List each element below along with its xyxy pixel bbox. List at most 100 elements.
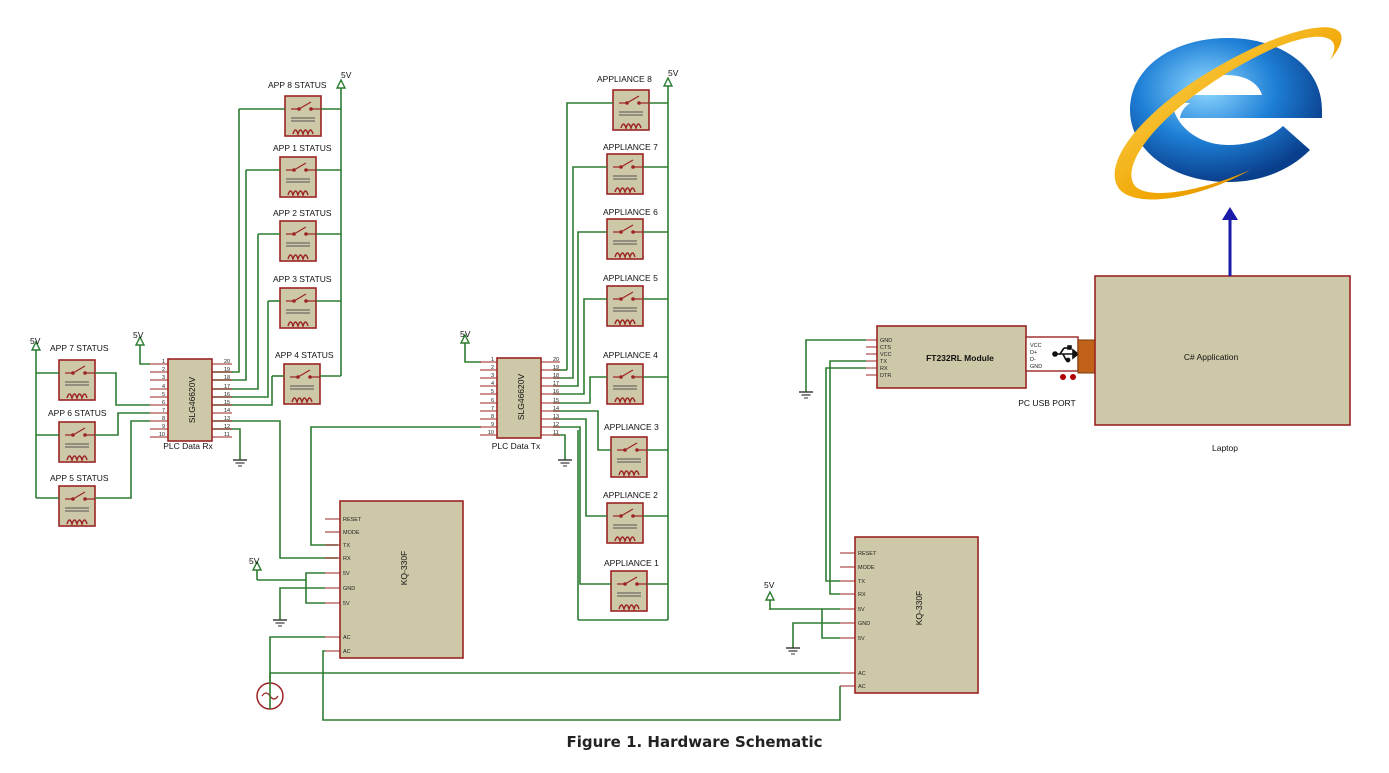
ft232-name: FT232RL Module — [926, 353, 994, 363]
relay-label: APP 5 STATUS — [50, 473, 109, 483]
relay-icon — [58, 421, 96, 463]
relay-label: APP 1 STATUS — [273, 143, 332, 153]
vcc-label: 5V — [341, 70, 352, 80]
chip-name: SLG46620V — [187, 377, 197, 424]
modem-body — [854, 536, 979, 694]
csharp-app-name: C# Application — [1184, 352, 1239, 362]
chip-pin-number: 9 — [162, 424, 165, 430]
usb-connector — [1077, 339, 1096, 374]
pin-label: VCC — [1030, 343, 1042, 349]
chip-pin-number: 15 — [224, 400, 230, 406]
pin-label: 5V — [858, 607, 865, 613]
pin-label: 5V — [343, 601, 350, 607]
chip-pin-number: 19 — [553, 365, 559, 371]
figure-caption: Figure 1. Hardware Schematic — [566, 733, 823, 751]
chip-pin-number: 5 — [491, 389, 494, 395]
pin-label: CTS — [880, 345, 891, 351]
chip-pin-number: 9 — [491, 422, 494, 428]
power-rail-icon — [663, 77, 673, 97]
relay-icon — [612, 89, 650, 131]
pin-label: RX — [343, 556, 351, 562]
chip-pin-number: 4 — [491, 381, 494, 387]
relay-label: APPLIANCE 3 — [604, 422, 659, 432]
chip-pin-number: 18 — [553, 373, 559, 379]
chip-pin-number: 2 — [491, 365, 494, 371]
chip-pin-number: 6 — [491, 398, 494, 404]
pin-label: GND — [880, 338, 892, 344]
pin-label: RX — [880, 366, 888, 372]
laptop-label: Laptop — [1212, 443, 1238, 453]
relay-icon — [279, 156, 317, 198]
chip-pin-number: 13 — [553, 414, 559, 420]
ft232-module: FT232RL Module GND CTS VCC TX RX DTR — [798, 325, 1027, 595]
plc-rx-chip: SLG46620V PLC Data Rx — [150, 358, 232, 451]
chip-pin-number: 4 — [162, 384, 165, 390]
relay-icon — [606, 218, 644, 260]
pin-label: TX — [880, 359, 887, 365]
chip-pin-number: 3 — [162, 375, 165, 381]
pin-label: AC — [858, 684, 866, 690]
pin-label: RESET — [343, 517, 362, 523]
chip-pin-number: 2 — [162, 367, 165, 373]
pin-label: AC — [858, 671, 866, 677]
modem-left: KQ-330F RESET MODE TX RX 5V GND 5V AC AC… — [249, 500, 464, 659]
modem-name: KQ-330F — [914, 591, 924, 626]
chip-pin-number: 11 — [553, 430, 559, 436]
relay-label: APP 6 STATUS — [48, 408, 107, 418]
pin-label: MODE — [858, 565, 875, 571]
chip-body — [167, 358, 213, 442]
pin-label: AC — [343, 635, 351, 641]
chip-pin-number: 3 — [491, 373, 494, 379]
tx-relay-column: APPLIANCE 8 APPLIANCE 7 APPLIANCE 6 APPL… — [566, 74, 668, 612]
pin-label: GND — [1030, 364, 1042, 370]
pin-label: VCC — [880, 352, 892, 358]
internet-explorer-icon — [1114, 27, 1342, 200]
chip-pin-number: 10 — [488, 430, 494, 436]
usb-port-label: PC USB PORT — [1018, 398, 1075, 408]
pin-label: D- — [1030, 357, 1036, 363]
vcc-label: 5V — [460, 329, 471, 339]
pin-label: GND — [858, 621, 870, 627]
chip-name: SLG46620V — [516, 374, 526, 421]
relay-label: APPLIANCE 5 — [603, 273, 658, 283]
relay-label: APP 3 STATUS — [273, 274, 332, 284]
power-rail-icon — [765, 591, 775, 611]
chip-pin-number: 20 — [224, 359, 230, 365]
relay-icon — [606, 153, 644, 195]
chip-body — [496, 357, 542, 439]
modem-right: KQ-330F RESET MODE TX RX 5V GND 5V AC AC… — [764, 536, 979, 694]
chip-pin-number: 15 — [553, 398, 559, 404]
plc-tx-chip: SLG46620V PLC Data Tx — [480, 357, 560, 451]
chip-pin-number: 1 — [491, 357, 494, 363]
relay-label: APP 8 STATUS — [268, 80, 327, 90]
rx-power-rail: 5V — [336, 70, 352, 376]
relay-icon — [610, 570, 648, 612]
csharp-app-box — [1094, 275, 1351, 426]
relay-label: APP 4 STATUS — [275, 350, 334, 360]
chip-pin-number: 12 — [224, 424, 230, 430]
pin-label: 5V — [343, 571, 350, 577]
chip-pin-number: 19 — [224, 367, 230, 373]
relay-icon — [284, 95, 322, 137]
relay-icon — [279, 287, 317, 329]
relay-label: APPLIANCE 6 — [603, 207, 658, 217]
tx-power-rail: 5V — [663, 68, 679, 620]
tx-chip-wires: 5V — [310, 166, 668, 621]
chip-pin-number: 16 — [224, 392, 230, 398]
ground-icon — [785, 639, 801, 655]
ac-bus — [256, 636, 841, 721]
relay-label: APPLIANCE 7 — [603, 142, 658, 152]
chip-pin-number: 18 — [224, 375, 230, 381]
relay-icon — [283, 363, 321, 405]
pin-label: TX — [858, 579, 865, 585]
modem-name: KQ-330F — [399, 551, 409, 586]
chip-pin-number: 13 — [224, 416, 230, 422]
relay-label: APP 2 STATUS — [273, 208, 332, 218]
rx-chip-wires — [212, 109, 338, 559]
usb-port: VCC D+ D- GND PC USB PORT — [1018, 336, 1096, 408]
ground-icon — [232, 451, 248, 467]
chip-pin-number: 8 — [162, 416, 165, 422]
ground-icon — [557, 451, 573, 467]
pin-label: AC — [343, 649, 351, 655]
relay-icon — [606, 363, 644, 405]
